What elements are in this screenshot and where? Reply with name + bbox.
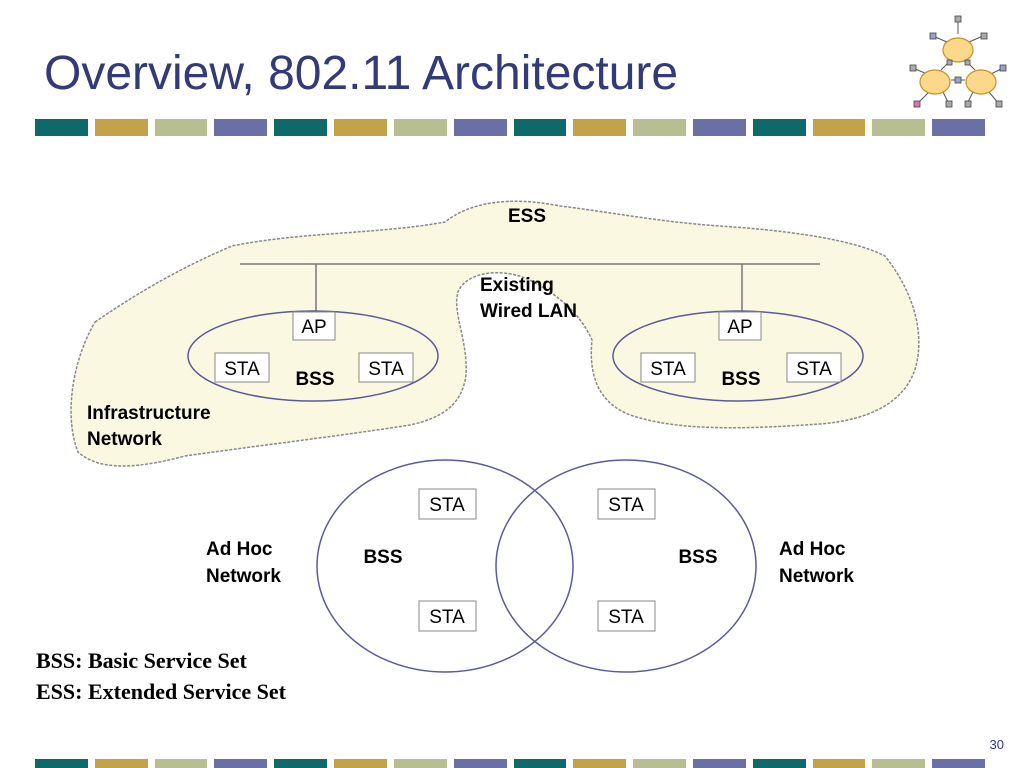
sta-adhoc-left-top-label: STA — [429, 495, 465, 516]
infrastructure-label-line1: Infrastructure — [87, 403, 211, 424]
sta-right-a-box — [640, 352, 696, 383]
ap-right-label: AP — [727, 317, 752, 338]
legend-ess: ESS: Extended Service Set — [36, 679, 286, 704]
sta-adhoc-right-bottom-label: STA — [608, 607, 644, 628]
wired-lan-label-line2: Wired LAN — [480, 301, 577, 322]
adhoc-right-caption-line1: Ad Hoc — [779, 539, 846, 560]
sta-right-b-label: STA — [796, 359, 832, 380]
sta-left-b-label: STA — [368, 359, 404, 380]
adhoc-left-caption-line2: Network — [206, 566, 281, 587]
adhoc-left-ellipse — [316, 459, 574, 673]
sta-right-b-box — [786, 352, 842, 383]
network-logo-icon — [909, 15, 1007, 108]
slide-title: Overview, 802.11 Architecture — [44, 47, 679, 100]
page-number: 30 — [989, 737, 1004, 752]
ap-left-label: AP — [301, 317, 326, 338]
sta-adhoc-left-bottom-label: STA — [429, 607, 465, 628]
ap-left-box — [292, 311, 336, 341]
bss-right-label: BSS — [721, 369, 760, 390]
adhoc-left-caption-line1: Ad Hoc — [206, 539, 273, 560]
infrastructure-label-line2: Network — [87, 429, 162, 450]
sta-adhoc-left-bottom-box — [418, 600, 477, 632]
ess-cloud — [70, 200, 920, 467]
sta-right-a-label: STA — [650, 359, 686, 380]
ap-right-box — [718, 311, 762, 341]
legend-bss: BSS: Basic Service Set — [36, 648, 247, 673]
sta-adhoc-right-top-label: STA — [608, 495, 644, 516]
bss-left-label: BSS — [295, 369, 334, 390]
wired-lan-label-line1: Existing — [480, 275, 554, 296]
bss-right-ellipse — [612, 310, 864, 402]
bss-left-ellipse — [187, 310, 439, 402]
sta-left-b-box — [358, 352, 414, 383]
bss-adhoc-right-label: BSS — [678, 547, 717, 568]
bss-adhoc-left-label: BSS — [363, 547, 402, 568]
sta-adhoc-left-top-box — [418, 488, 477, 520]
sta-adhoc-right-top-box — [597, 488, 656, 520]
sta-left-a-box — [214, 352, 270, 383]
adhoc-right-ellipse — [495, 459, 757, 673]
bottom-color-stripe — [35, 759, 985, 768]
sta-adhoc-right-bottom-box — [597, 600, 656, 632]
top-color-stripe — [35, 119, 985, 136]
adhoc-right-caption-line2: Network — [779, 566, 854, 587]
ess-label: ESS — [508, 206, 546, 227]
sta-left-a-label: STA — [224, 359, 260, 380]
